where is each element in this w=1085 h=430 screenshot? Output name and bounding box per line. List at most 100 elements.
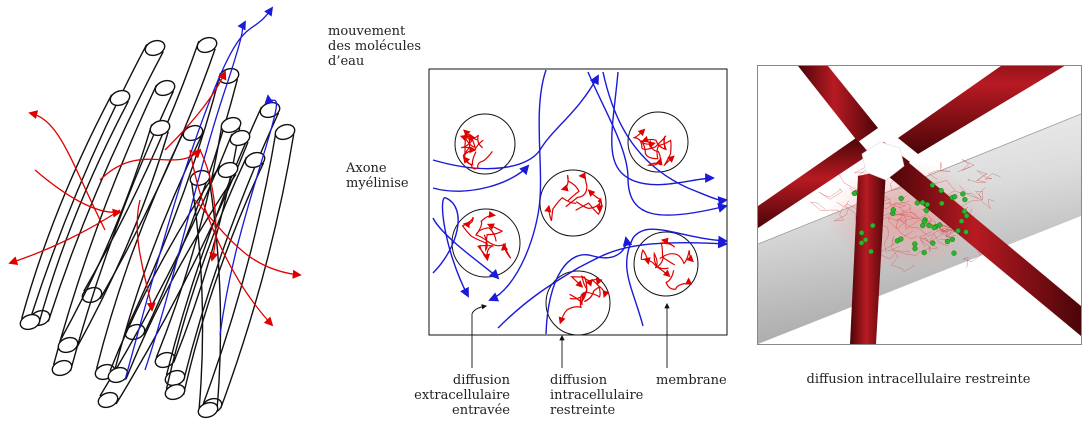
axon-wall: [47, 51, 164, 322]
spin-particle: [919, 199, 926, 206]
water-path: [164, 70, 227, 151]
extracellular-line-2: extracellulaire: [414, 388, 510, 403]
axon-end-cap: [274, 123, 296, 141]
spin-particle: [894, 238, 901, 244]
spin-particle: [963, 229, 969, 235]
red-fiber-lower-right: [888, 162, 1081, 336]
spin-trajectory: [895, 218, 918, 240]
intracellular-walk: [477, 244, 494, 262]
cell-membrane: [454, 113, 516, 175]
spin-trajectory: [944, 185, 980, 200]
cell-membrane: [545, 270, 611, 336]
intracellular-walk: [544, 197, 577, 221]
intracellular-walk: [575, 189, 603, 210]
axon-wall: [83, 41, 200, 292]
intracellular-walk: [461, 129, 484, 152]
extracellular-line-1: diffusion: [452, 373, 510, 388]
spin-trajectory: [928, 162, 951, 180]
axon-wall: [155, 122, 224, 358]
spin-particle: [929, 182, 936, 188]
spin-particle: [923, 207, 929, 213]
spin-trajectory: [957, 159, 975, 173]
spin-trajectory: [918, 225, 946, 243]
axon-wall: [173, 127, 241, 363]
water-movement-label: mouvement des molécules d’eau: [328, 24, 421, 69]
water-path: [199, 149, 219, 262]
extracellular-streamline: [545, 236, 633, 335]
spin-trajectory: [890, 248, 915, 272]
intracellular-walk: [646, 140, 663, 166]
axon-wall: [112, 135, 203, 376]
spin-trajectory: [903, 207, 918, 229]
axon-tube: [19, 89, 131, 331]
red-fiber-upper-right: [898, 66, 1065, 154]
axon-end-cap: [196, 36, 218, 54]
spin-particle: [939, 200, 945, 207]
spin-trajectory: [893, 212, 915, 219]
spin-trajectory: [976, 170, 1001, 180]
water-path: [136, 199, 156, 312]
intracellular-line-3: restreinte: [550, 403, 616, 418]
extracellular-label: diffusion extracellulaire entravée: [400, 373, 510, 418]
axon-wall: [125, 72, 222, 330]
extracellular-pointer: [471, 304, 488, 368]
axon-tube: [81, 36, 218, 304]
axon-bundle-illustration: [0, 0, 330, 430]
water-path: [34, 169, 122, 218]
spin-trajectory: [819, 188, 843, 200]
junction-gap: [861, 141, 905, 181]
spin-trajectory: [907, 219, 939, 237]
extracellular-streamline: [432, 217, 500, 280]
axon-wall: [75, 131, 169, 349]
axon-end-cap: [57, 336, 79, 354]
extracellular-streamline: [602, 71, 728, 206]
spin-particle: [926, 222, 932, 229]
axon-end-cap: [259, 101, 281, 119]
water-path: [8, 209, 121, 266]
spin-particle: [962, 196, 968, 203]
water-movement-line-3: d’eau: [328, 54, 365, 69]
extracellular-streamline: [625, 228, 728, 327]
spin-trajectory: [890, 231, 913, 247]
spin-particle: [898, 195, 904, 202]
axon-end-cap: [229, 129, 251, 147]
intracellular-walk: [633, 128, 666, 150]
axon-wall: [190, 178, 204, 411]
cross-section-svg: [428, 68, 728, 336]
spin-particle: [930, 240, 936, 246]
water-movement-line-1: mouvement: [328, 24, 406, 39]
spin-particle: [914, 200, 920, 206]
intracellular-walk: [653, 251, 671, 278]
axon-wall: [37, 101, 129, 326]
axon-wall: [52, 84, 158, 366]
intracellular-walk: [560, 174, 580, 202]
spin-particle: [858, 240, 865, 246]
intracellular-walk: [579, 284, 610, 306]
intracellular-walk: [658, 139, 675, 167]
extracellular-streamline: [432, 164, 530, 192]
spin-particle: [931, 224, 937, 231]
spin-trajectory: [924, 235, 939, 252]
intracellular-walk: [565, 172, 588, 208]
extracellular-streamline: [488, 69, 547, 302]
spin-particle: [955, 228, 961, 234]
extracellular-path: [219, 94, 278, 336]
spin-trajectory: [878, 243, 911, 260]
extracellular-line-3: entravée: [452, 403, 510, 418]
intracellular-walk: [461, 216, 487, 244]
water-paths: [8, 6, 302, 381]
cell-membrane: [627, 111, 689, 173]
extracellular-path: [124, 6, 274, 381]
axon-end-cap: [217, 161, 239, 179]
intracellular-walk: [475, 211, 497, 242]
red-fiber-upper-left: [758, 138, 870, 228]
intracellular-line-1: diffusion: [550, 373, 608, 388]
spin-trajectory: [919, 233, 949, 248]
spin-particle: [938, 187, 944, 194]
cell-membrane: [633, 231, 699, 297]
axon-wall: [142, 78, 239, 336]
axon-wall: [31, 44, 148, 315]
axon-end-cap: [19, 313, 41, 331]
cell-membranes: [451, 111, 699, 336]
spin-trajectory: [888, 209, 908, 230]
